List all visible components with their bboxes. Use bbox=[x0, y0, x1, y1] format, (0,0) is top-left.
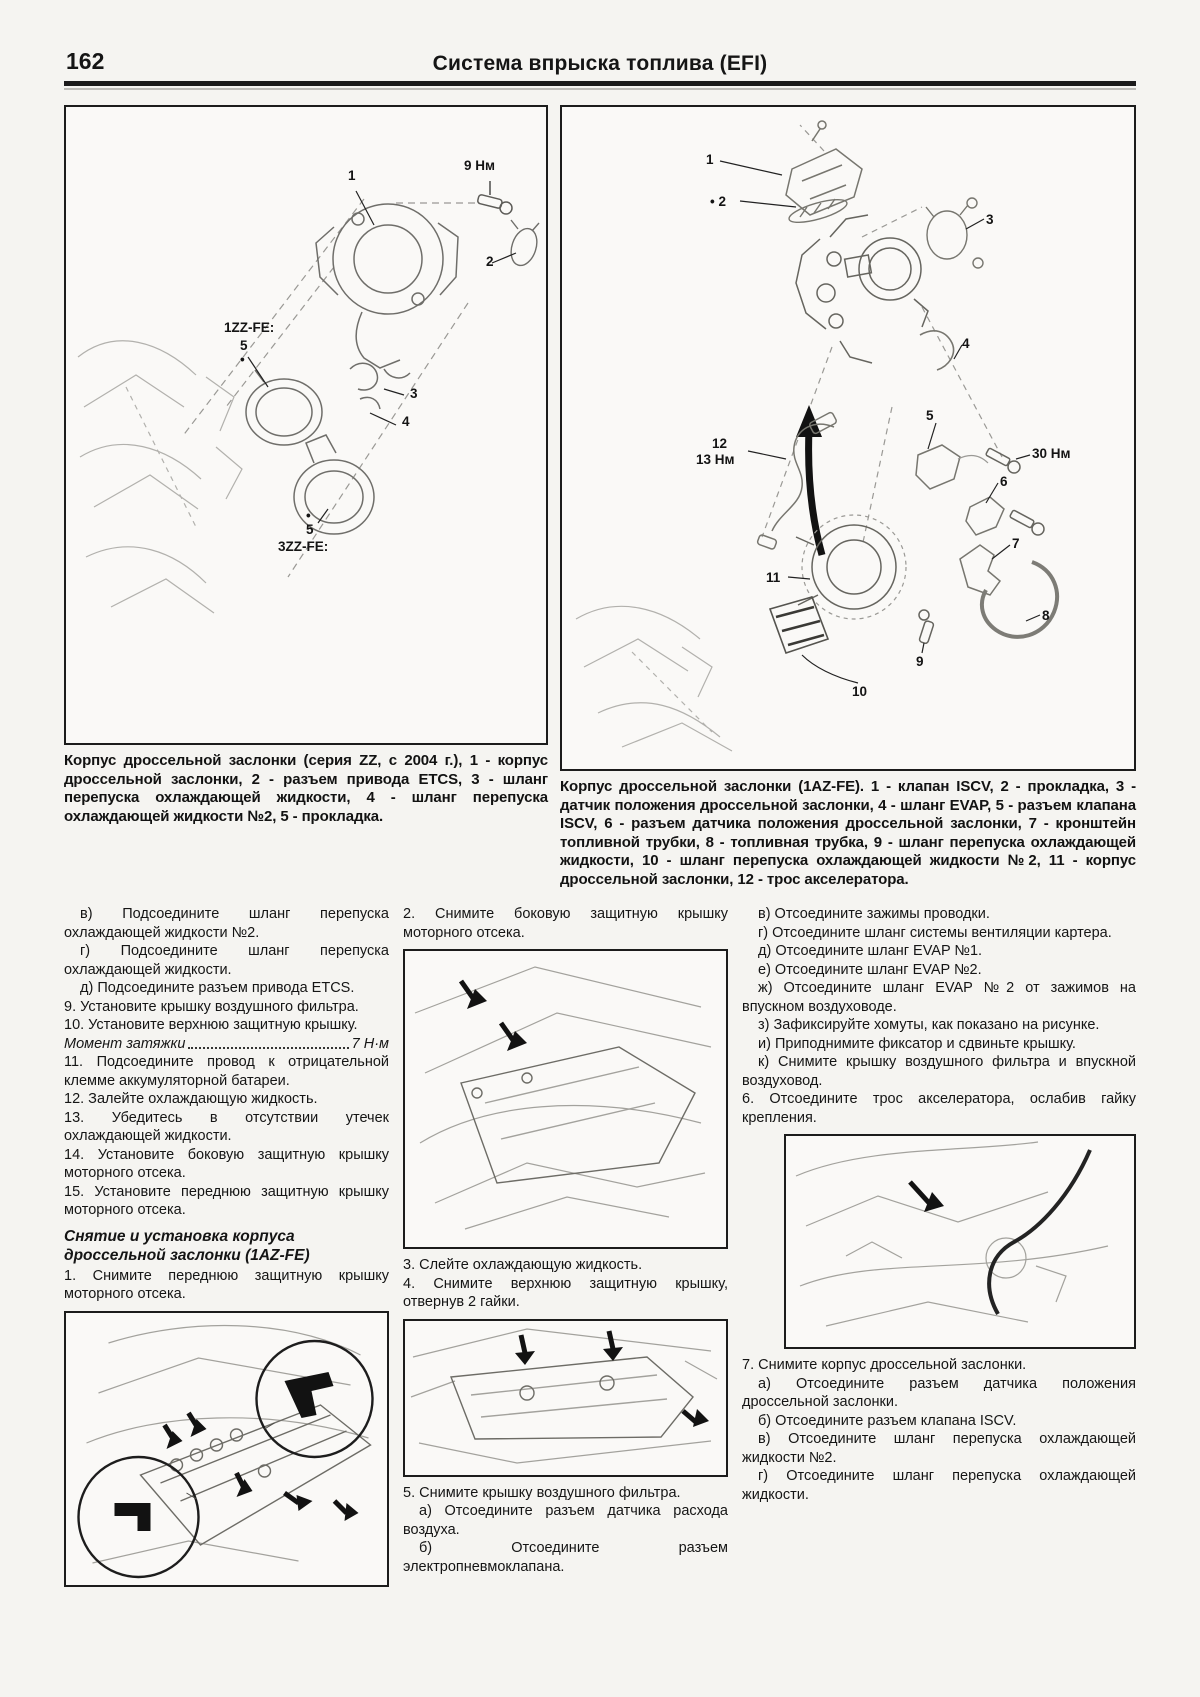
dot-leader bbox=[188, 1047, 349, 1049]
instruction-step: 9. Установите крышку воздушного фильтра. bbox=[64, 998, 359, 1015]
instruction-substep: д) Отсоедините шланг EVAP №1. bbox=[758, 943, 983, 959]
instruction-substep: з) Зафиксируйте хомуты, как показано на … bbox=[758, 1017, 1100, 1033]
part-label: 1 bbox=[348, 168, 356, 183]
top-cover-figure bbox=[403, 1318, 728, 1477]
section-heading: Снятие и установка корпуса дроссельной з… bbox=[64, 1227, 310, 1264]
instruction-step: 6. Отсоедините трос акселератора, ослаби… bbox=[742, 1091, 1136, 1126]
part-label: 6 bbox=[1000, 474, 1008, 489]
part-label: 7 bbox=[1012, 536, 1020, 551]
engine-code-label: 3ZZ-FE: bbox=[278, 539, 329, 554]
engine-cover-clips-figure bbox=[64, 1310, 389, 1587]
part-label: 5 bbox=[306, 522, 314, 537]
instruction-substep: б) Отсоедините разъем электропневмоклапа… bbox=[403, 1540, 728, 1575]
column-1: в) Подсоедините шланг перепуска охлаждаю… bbox=[64, 905, 389, 1594]
figure-zz-caption: Корпус дроссельной заслонки (серия ZZ, с… bbox=[64, 752, 548, 825]
accelerator-cable-figure bbox=[784, 1134, 1136, 1349]
instruction-substep: г) Отсоедините шланг перепуска охлаждающ… bbox=[742, 1468, 1136, 1503]
instruction-substep: г) Подсоедините шланг перепуска охлаждаю… bbox=[64, 943, 389, 978]
figure-1azfe-caption: Корпус дроссельной заслонки (1AZ-FE). 1 … bbox=[560, 778, 1136, 888]
instruction-substep: е) Отсоедините шланг EVAP №2. bbox=[758, 961, 982, 978]
instruction-substep: а) Отсоедините разъем датчика расхода во… bbox=[403, 1503, 728, 1538]
figure-zz-block: 1 9 Нм 2 1ZZ-FE: 5 • 3 4 • 5 3ZZ-FE: Кор… bbox=[64, 105, 548, 826]
instruction-step: 1. Снимите переднюю защитную крышку мото… bbox=[64, 1267, 389, 1303]
page-header: 162 Система впрыска топлива (EFI) bbox=[64, 0, 1136, 86]
part-label: 8 bbox=[1042, 608, 1050, 623]
instruction-substep: в) Отсоедините шланг перепуска охлаждающ… bbox=[742, 1431, 1136, 1466]
exploded-diagram-zz-throttle-body bbox=[77, 181, 540, 614]
instruction-step: 2. Снимите боковую защитную крышку мотор… bbox=[403, 906, 728, 941]
part-label: • 2 bbox=[710, 194, 726, 209]
instruction-substep: д) Подсоедините разъем привода ETCS. bbox=[80, 980, 355, 996]
instructions-section: в) Подсоедините шланг перепуска охлаждаю… bbox=[64, 905, 1136, 1594]
instruction-substep: в) Отсоедините зажимы проводки. bbox=[758, 906, 990, 922]
part-label: 2 bbox=[486, 254, 494, 269]
instruction-substep: а) Отсоедините разъем датчика положения … bbox=[742, 1375, 1136, 1411]
instruction-step: 13. Убедитесь в отсутствии утечек охлажд… bbox=[64, 1109, 389, 1145]
side-cover-diagram bbox=[414, 966, 712, 1230]
accelerator-cable-diagram bbox=[795, 1141, 1109, 1327]
instruction-step: 14. Установите боковую защитную крышку м… bbox=[64, 1146, 389, 1182]
instruction-step: 5. Снимите крышку воздушного фильтра. bbox=[403, 1484, 681, 1501]
torque-spec-label: Момент затяжки bbox=[64, 1035, 186, 1052]
instruction-substep: г) Отсоедините шланг системы вентиляции … bbox=[758, 924, 1112, 941]
part-label: 4 bbox=[402, 414, 410, 429]
part-label: 10 bbox=[852, 684, 868, 699]
figures-row: 1 9 Нм 2 1ZZ-FE: 5 • 3 4 • 5 3ZZ-FE: Кор… bbox=[64, 105, 1136, 889]
part-marker-dot: • bbox=[240, 352, 245, 367]
part-label: 9 bbox=[916, 654, 924, 669]
column-3: в) Отсоедините зажимы проводки. г) Отсое… bbox=[742, 905, 1136, 1594]
top-cover-diagram bbox=[410, 1327, 718, 1464]
part-label: 3 bbox=[986, 212, 994, 227]
instruction-step: 3. Слейте охлаждающую жидкость. bbox=[403, 1257, 643, 1273]
instruction-substep: в) Подсоедините шланг перепуска охлаждаю… bbox=[64, 906, 389, 941]
part-marker-dot: • bbox=[306, 508, 311, 523]
side-cover-figure bbox=[403, 949, 728, 1249]
instruction-step: 4. Снимите верхнюю защитную крышку, отве… bbox=[403, 1275, 728, 1311]
instruction-substep: ж) Отсоедините шланг EVAP №2 от зажимов … bbox=[742, 980, 1136, 1015]
part-label: 3 bbox=[410, 386, 418, 401]
instruction-substep: б) Отсоедините разъем клапана ISCV. bbox=[758, 1412, 1017, 1429]
part-label: 12 bbox=[712, 436, 728, 451]
figure-1azfe-box: 1 • 2 3 4 12 13 Нм 5 30 Нм 6 7 11 8 9 10 bbox=[560, 105, 1136, 771]
page-number: 162 bbox=[66, 48, 105, 74]
instruction-step: 15. Установите переднюю защитную крышку … bbox=[64, 1183, 389, 1219]
part-label: 11 bbox=[766, 570, 781, 585]
part-label: 4 bbox=[962, 336, 970, 351]
instruction-substep: к) Снимите крышку воздушного фильтра и в… bbox=[742, 1054, 1136, 1089]
page-title: Система впрыска топлива (EFI) bbox=[432, 52, 768, 75]
part-label: 5 bbox=[926, 408, 934, 423]
exploded-diagram-1azfe-throttle-body bbox=[575, 120, 1059, 752]
instruction-substep: и) Приподнимите фиксатор и сдвиньте крыш… bbox=[758, 1035, 1076, 1052]
figure-1azfe-block: 1 • 2 3 4 12 13 Нм 5 30 Нм 6 7 11 8 9 10… bbox=[560, 105, 1136, 889]
figure-zz-box: 1 9 Нм 2 1ZZ-FE: 5 • 3 4 • 5 3ZZ-FE: bbox=[64, 105, 548, 745]
instruction-step: 7. Снимите корпус дроссельной заслонки. bbox=[742, 1357, 1027, 1373]
header-rule bbox=[64, 88, 1136, 90]
instruction-step: 11. Подсоедините провод к отрицательной … bbox=[64, 1054, 389, 1089]
torque-spec-row: Момент затяжки 7 Н·м bbox=[64, 1035, 389, 1054]
part-label: 5 bbox=[240, 338, 248, 353]
torque-spec-value: 7 Н·м bbox=[351, 1035, 389, 1052]
torque-label: 30 Нм bbox=[1032, 446, 1071, 461]
part-label: 1 bbox=[706, 152, 714, 167]
instruction-step: 12. Залейте охлаждающую жидкость. bbox=[64, 1091, 318, 1107]
column-2: 2. Снимите боковую защитную крышку мотор… bbox=[403, 905, 728, 1594]
instruction-step: 10. Установите верхнюю защитную крышку. bbox=[64, 1017, 358, 1033]
torque-label: 13 Нм bbox=[696, 452, 735, 467]
engine-code-label: 1ZZ-FE: bbox=[224, 320, 275, 335]
engine-cover-clips-diagram bbox=[77, 1324, 374, 1578]
torque-label: 9 Нм bbox=[464, 158, 495, 173]
